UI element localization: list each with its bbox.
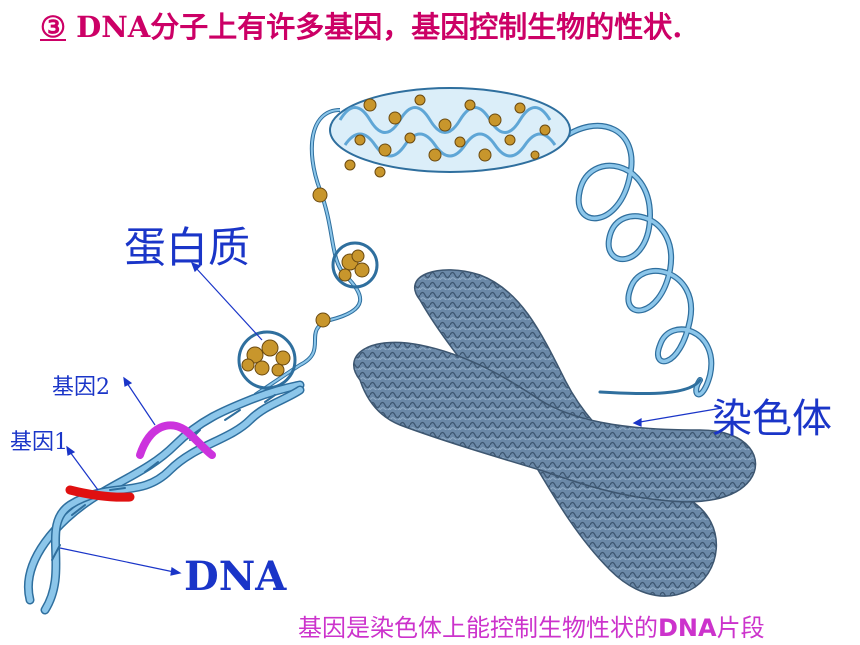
histone-beads: [237, 187, 370, 390]
caption-pre: 基因是染色体上能控制生物性状的: [298, 614, 658, 642]
gene-2-segment: [136, 421, 216, 459]
gene-1-segment: [65, 485, 135, 502]
title-number: ③: [40, 10, 66, 44]
protein-label: 蛋白质: [124, 223, 251, 272]
label-arrows: [59, 261, 723, 576]
histone-cluster-upper: [338, 249, 370, 282]
caption-bold: DNA: [658, 614, 717, 642]
dna-label: DNA: [184, 553, 287, 600]
page-title: ③ DNA分子上有许多基因，基因控制生物的性状.: [40, 4, 682, 46]
dna-double-helix: [24, 380, 305, 615]
chromosome-label: 染色体: [712, 396, 832, 442]
chromatin-fiber: [253, 108, 379, 397]
chromatid-b: [353, 341, 757, 503]
condensed-chromatin: [329, 87, 571, 178]
gene-1-label: 基因1: [10, 430, 68, 455]
caption: 基因是染色体上能控制生物性状的DNA片段: [298, 608, 765, 643]
gene-2-label: 基因2: [52, 375, 110, 400]
chromatin-coil: [557, 122, 715, 398]
title-text: DNA分子上有许多基因，基因控制生物的性状.: [66, 10, 683, 44]
x-chromosome: [353, 269, 757, 597]
histone-cluster-lower: [241, 339, 291, 377]
caption-post: 片段: [716, 614, 765, 642]
